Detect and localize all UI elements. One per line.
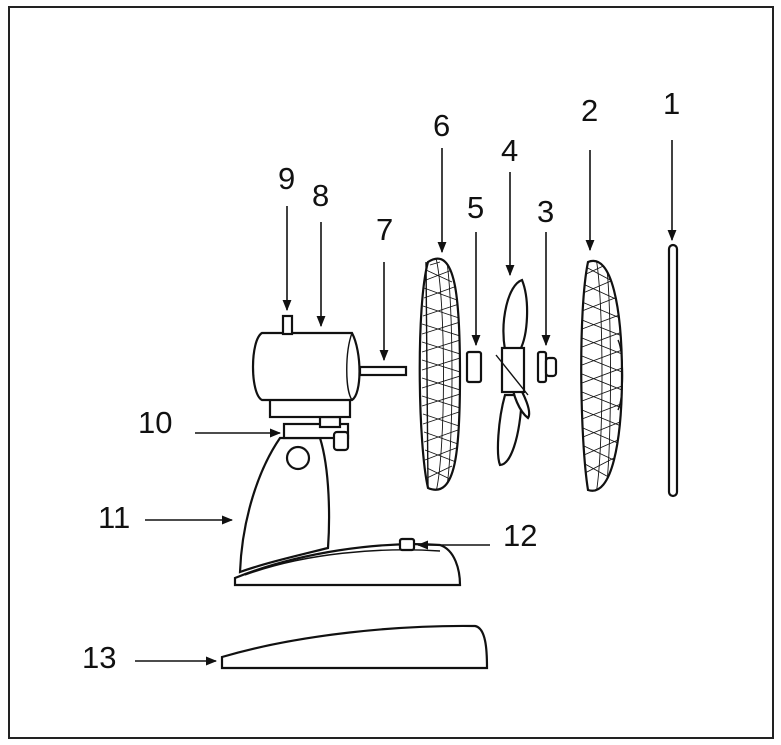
diagram-border xyxy=(8,6,774,739)
base-plate xyxy=(220,624,489,670)
callout-11: 11 xyxy=(98,500,131,535)
callout-2: 2 xyxy=(581,93,599,128)
blade-cap xyxy=(536,350,558,384)
callout-8: 8 xyxy=(312,178,330,213)
leader-lines xyxy=(135,140,677,666)
switch-knob xyxy=(398,537,416,552)
fan-blade xyxy=(495,278,531,467)
callout-5: 5 xyxy=(467,190,485,225)
stand-column xyxy=(238,436,331,574)
callout-4: 4 xyxy=(501,133,519,168)
oscillation-knob xyxy=(281,314,294,336)
callout-6: 6 xyxy=(433,108,451,143)
callout-13: 13 xyxy=(82,640,117,675)
callout-3: 3 xyxy=(537,194,555,229)
front-grille xyxy=(580,259,624,492)
callout-12: 12 xyxy=(503,518,538,553)
clip-ring xyxy=(667,243,679,498)
bushing xyxy=(465,350,483,384)
motor-shaft xyxy=(358,365,408,377)
callout-10: 10 xyxy=(138,405,173,440)
motor-housing xyxy=(251,314,408,419)
callout-7: 7 xyxy=(376,212,394,247)
callout-9: 9 xyxy=(278,161,296,196)
rear-grille xyxy=(418,257,462,491)
tilt-joint xyxy=(282,415,350,452)
callout-1: 1 xyxy=(663,86,681,121)
